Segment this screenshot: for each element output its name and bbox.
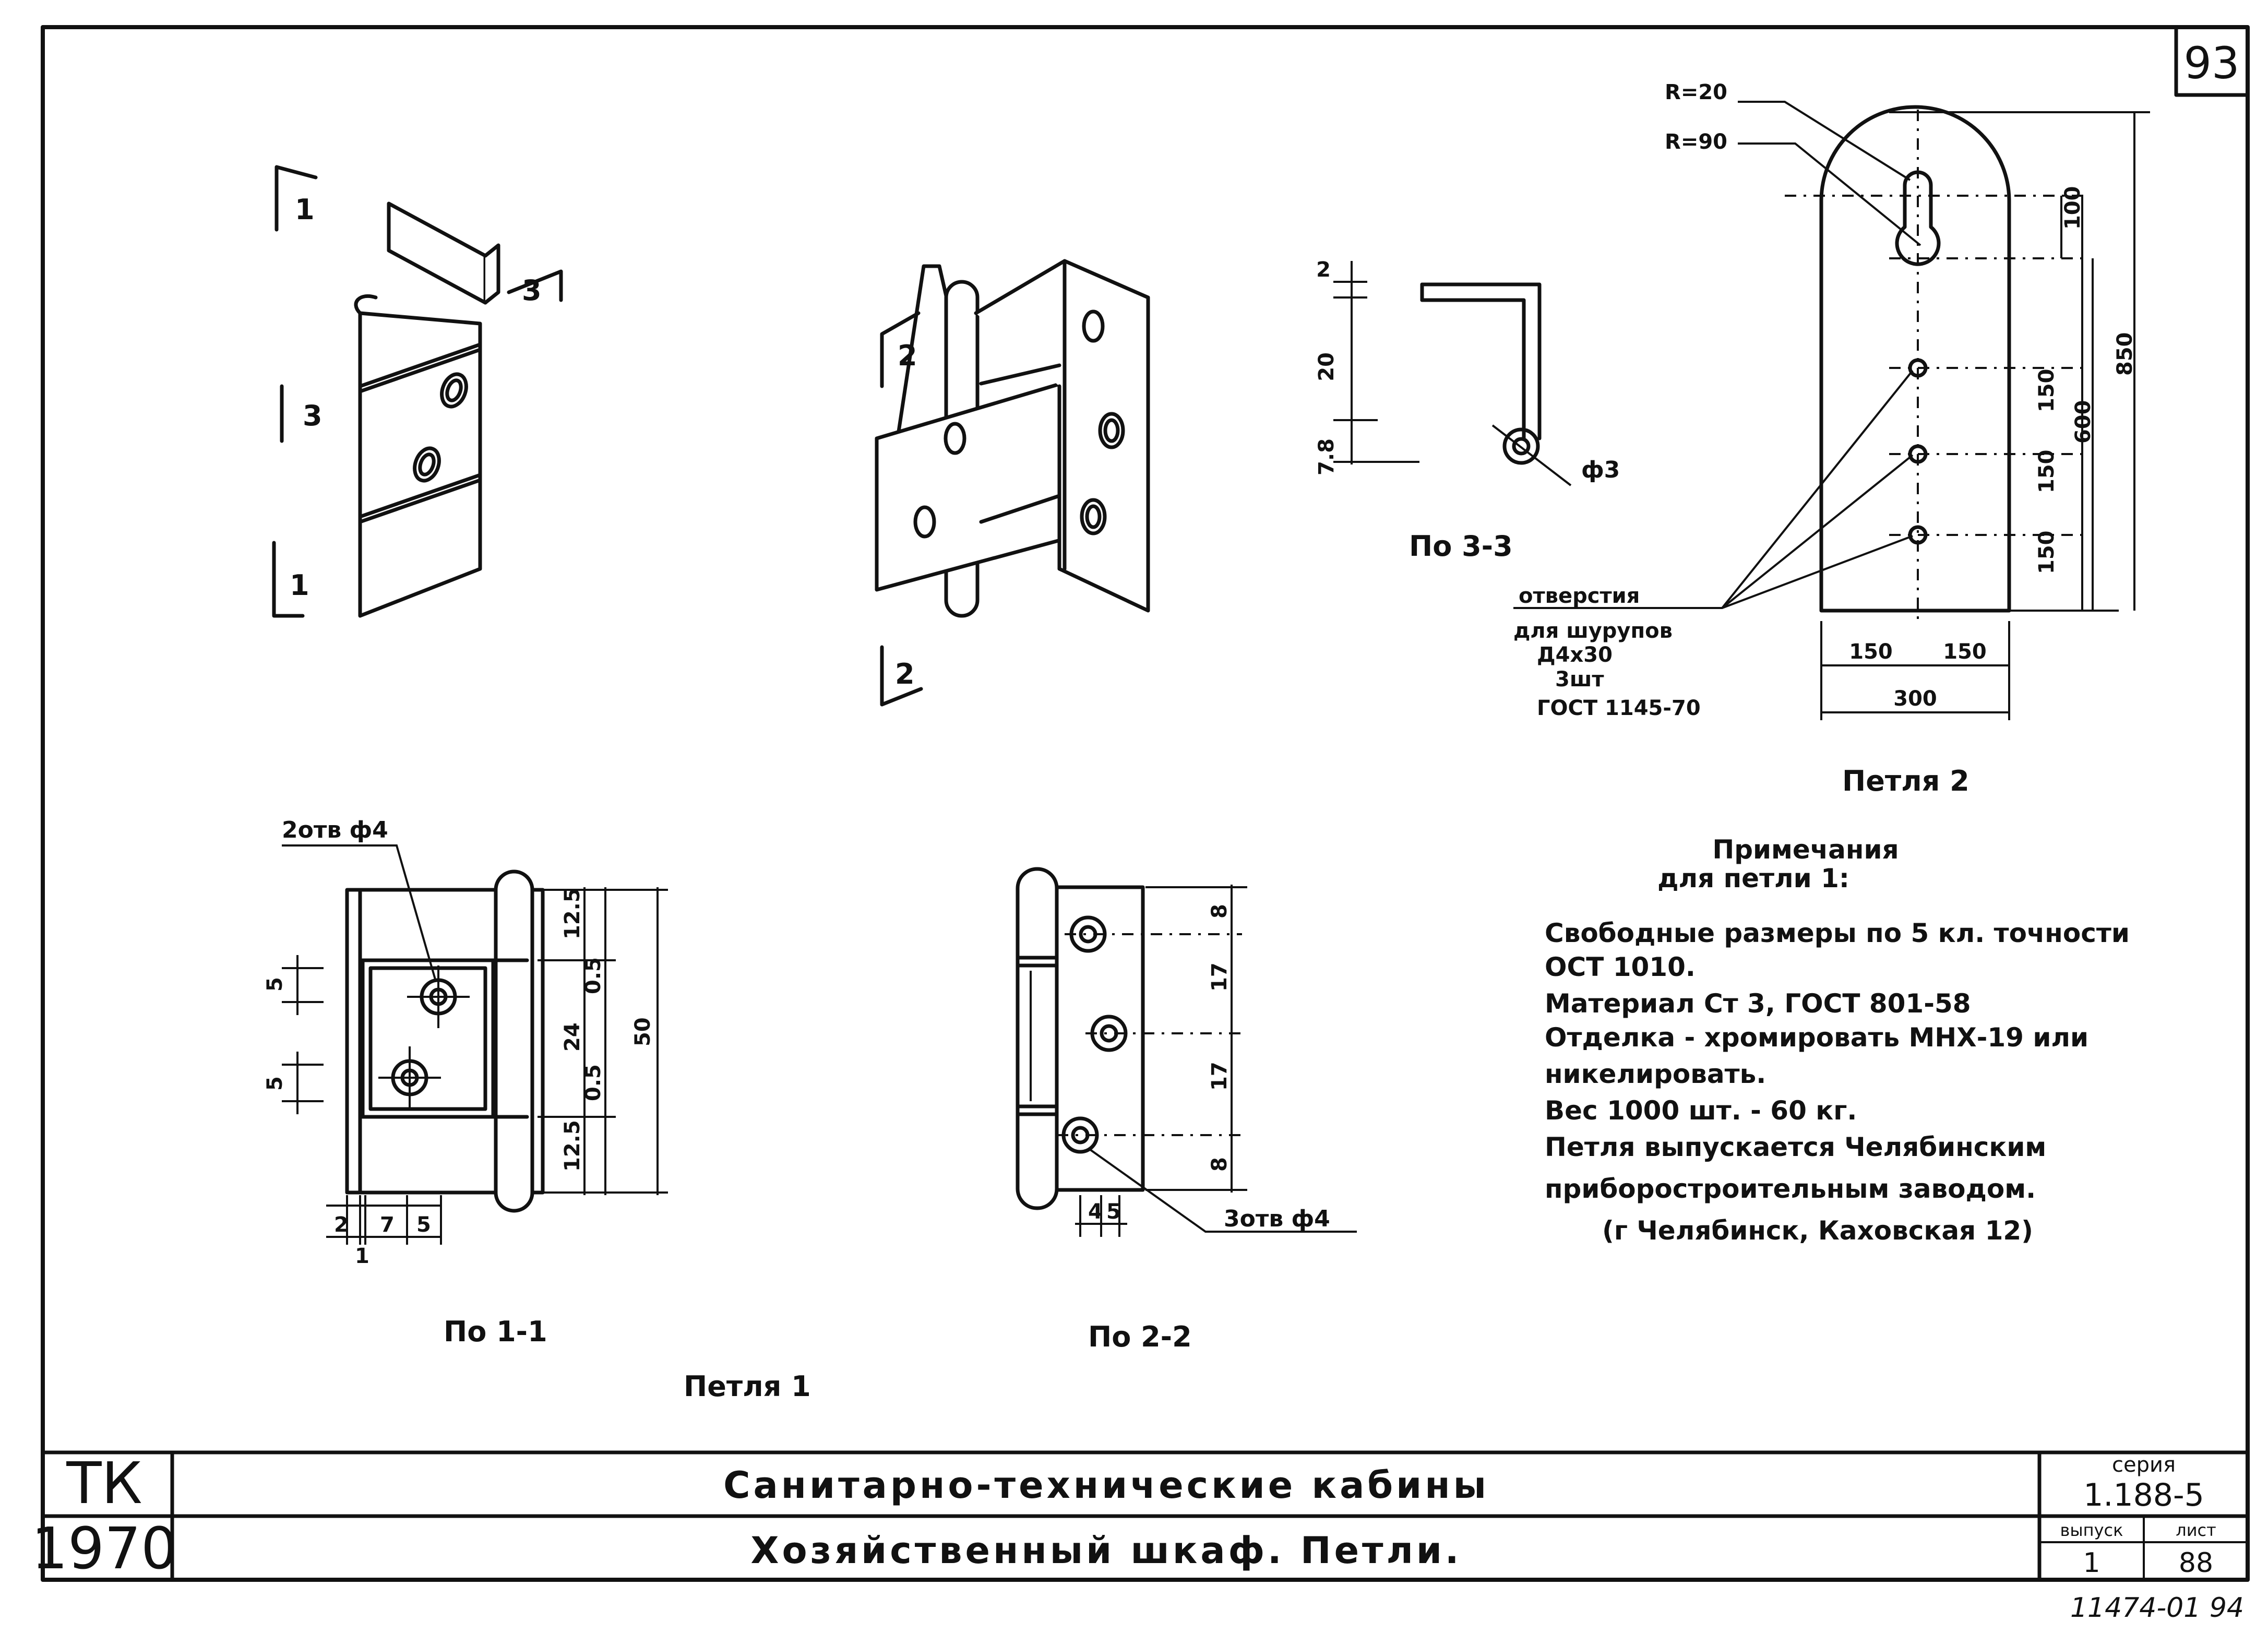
holes-note-line-2: для шурупов xyxy=(1513,619,1673,643)
note-line-7: Петля выпускается Челябинским xyxy=(1545,1132,2046,1162)
dim-h2-100: 100 xyxy=(2061,186,2085,230)
hole-3-3: ф3 xyxy=(1581,457,1620,483)
note-line-4: Отделка - хромировать МНХ-19 или xyxy=(1545,1022,2088,1053)
note-line-3: Материал Ст 3, ГОСТ 801-58 xyxy=(1545,988,1971,1019)
dim-h2-150-left: 150 xyxy=(1849,640,1893,664)
view11-dim-24: 24 xyxy=(560,1022,584,1052)
note-line-2: ОСТ 1010. xyxy=(1545,952,1696,982)
caption-3-3: По 3-3 xyxy=(1409,530,1513,563)
title-block: ТК 1970 Санитарно-технические кабины Хоз… xyxy=(31,1450,2250,1582)
view11-dim-5a: 5 xyxy=(263,977,287,992)
series-value: 1.188-5 xyxy=(2083,1477,2204,1513)
view11-dim-12-5a: 12.5 xyxy=(560,888,584,939)
sheet-corner-number: 93 xyxy=(2184,38,2240,89)
radius-r90: R=90 xyxy=(1665,130,1727,154)
view11-dim-0-5a: 0.5 xyxy=(581,957,605,994)
view11-caption: По 1-1 xyxy=(444,1315,547,1348)
hinge2-plate: 100 150 150 150 600 850 150 150 300 R=20… xyxy=(1513,80,2150,797)
notes-heading: Примечания xyxy=(1712,835,1899,865)
view-1-1: 2отв ф4 5 5 12.5 0.5 24 0.5 12.5 50 2 7 … xyxy=(263,817,668,1348)
dim-h2-150a: 150 xyxy=(2035,369,2059,413)
sheet-value: 88 xyxy=(2179,1547,2213,1579)
section-mark-2-bottom: 2 xyxy=(895,658,915,690)
section-mark-3-right: 3 xyxy=(522,274,542,307)
view11-dim-0-5b: 0.5 xyxy=(581,1064,605,1101)
view11-dim-2: 2 xyxy=(334,1213,349,1237)
holes-note-line-3: Д4х30 xyxy=(1537,643,1613,667)
issue-value: 1 xyxy=(2083,1547,2100,1579)
section-mark-3-left: 3 xyxy=(303,399,323,432)
holes-note-line-5: ГОСТ 1145-70 xyxy=(1537,696,1701,720)
view11-dim-1: 1 xyxy=(355,1244,369,1268)
title-code: ТК xyxy=(66,1450,142,1517)
hinge1-isometric: 1 1 3 3 xyxy=(272,165,563,618)
view22-holes-label: 3отв ф4 xyxy=(1224,1206,1330,1232)
hinge1b-isometric: 2 2 xyxy=(875,259,1150,707)
view11-holes-label: 2отв ф4 xyxy=(282,817,388,843)
title-year: 1970 xyxy=(31,1515,177,1582)
drawing-title: Хозяйственный шкаф. Петли. xyxy=(750,1529,1462,1572)
holes-note-line-4: 3шт xyxy=(1555,667,1604,692)
section-mark-2-top: 2 xyxy=(898,339,917,372)
section-mark-1-top: 1 xyxy=(295,193,315,226)
hinge2-caption: Петля 2 xyxy=(1842,765,1969,797)
project-title: Санитарно-технические кабины xyxy=(723,1464,1489,1507)
section-mark-1-bottom: 1 xyxy=(290,569,309,602)
view22-dim-17a: 17 xyxy=(1208,962,1232,992)
view11-dim-12-5b: 12.5 xyxy=(560,1120,584,1172)
dim-h2-150-right: 150 xyxy=(1943,640,1987,664)
view11-dim-5c: 5 xyxy=(416,1213,431,1237)
view22-dim-4: 4 xyxy=(1088,1200,1103,1224)
view22-dim-8b: 8 xyxy=(1208,1157,1232,1172)
holes-note-line-1: отверстия xyxy=(1519,584,1640,608)
view22-dim-5: 5 xyxy=(1106,1200,1121,1224)
note-line-9: (г Челябинск, Каховская 12) xyxy=(1602,1215,2033,1246)
series-label: серия xyxy=(2112,1453,2176,1477)
note-line-5: никелировать. xyxy=(1545,1059,1766,1089)
view11-dim-50: 50 xyxy=(631,1017,655,1046)
sheet-frame xyxy=(41,25,2250,1582)
archive-stamp: 11474-01 94 xyxy=(2070,1592,2244,1624)
notes-block: Примечания для петли 1: Свободные размер… xyxy=(1545,835,2130,1246)
sheet-corner-box xyxy=(2174,25,2250,97)
dim-h2-850: 850 xyxy=(2113,332,2137,376)
radius-r20: R=20 xyxy=(1665,80,1727,104)
view11-dim-5b: 5 xyxy=(263,1076,287,1091)
hinge1-caption: Петля 1 xyxy=(684,1370,811,1403)
dim-h2-150c: 150 xyxy=(2035,531,2059,575)
dim-h2-600: 600 xyxy=(2071,400,2095,444)
view22-caption: По 2-2 xyxy=(1088,1320,1192,1353)
note-line-1: Свободные размеры по 5 кл. точности xyxy=(1545,918,2130,948)
dim-3-3-7-8: 7.8 xyxy=(1315,438,1339,475)
sheet-label: лист xyxy=(2176,1520,2216,1540)
view22-dim-17b: 17 xyxy=(1208,1062,1232,1091)
dim-h2-150b: 150 xyxy=(2035,450,2059,494)
view11-dim-7: 7 xyxy=(380,1213,395,1237)
dim-3-3-20: 20 xyxy=(1315,352,1339,382)
dim-h2-300: 300 xyxy=(1893,687,1937,711)
notes-subheading: для петли 1: xyxy=(1657,863,1849,893)
detail-3-3: 2 20 7.8 ф3 По 3-3 xyxy=(1315,258,1620,563)
note-line-8: приборостроительным заводом. xyxy=(1545,1174,2036,1204)
dim-3-3-top: 2 xyxy=(1316,258,1331,282)
view22-dim-8a: 8 xyxy=(1208,904,1232,919)
issue-label: выпуск xyxy=(2060,1520,2123,1540)
note-line-6: Вес 1000 шт. - 60 кг. xyxy=(1545,1095,1857,1126)
view-2-2: 8 17 17 8 4 5 3отв ф4 По 2-2 xyxy=(1016,867,1357,1353)
